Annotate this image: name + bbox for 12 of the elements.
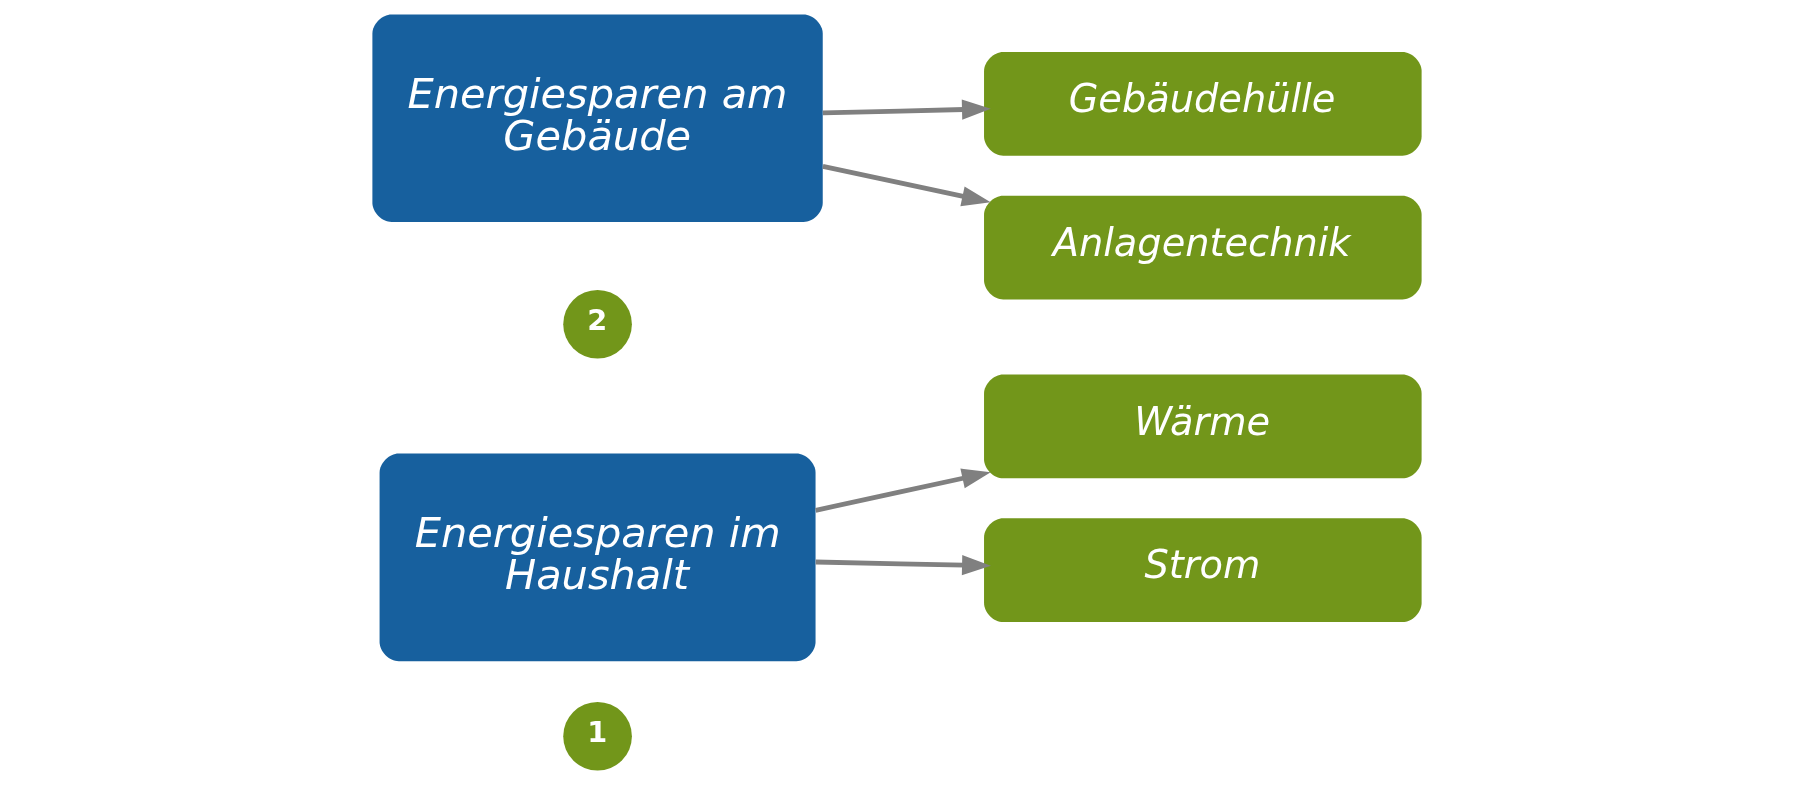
- node-circle: 2: [563, 289, 632, 359]
- node-box: Wärme: [984, 374, 1422, 479]
- arrow: [815, 555, 991, 576]
- arrow: [822, 99, 991, 120]
- node-box: Energiesparen am Gebäude: [372, 14, 823, 222]
- node-box: Energiesparen im Haushalt: [379, 453, 816, 662]
- node-box: Strom: [984, 518, 1422, 623]
- arrow: [822, 163, 991, 207]
- node-box: Gebäudehülle: [984, 51, 1422, 156]
- node-box: Anlagentechnik: [984, 195, 1422, 300]
- node-circle: 1: [563, 701, 632, 771]
- arrow: [815, 468, 991, 513]
